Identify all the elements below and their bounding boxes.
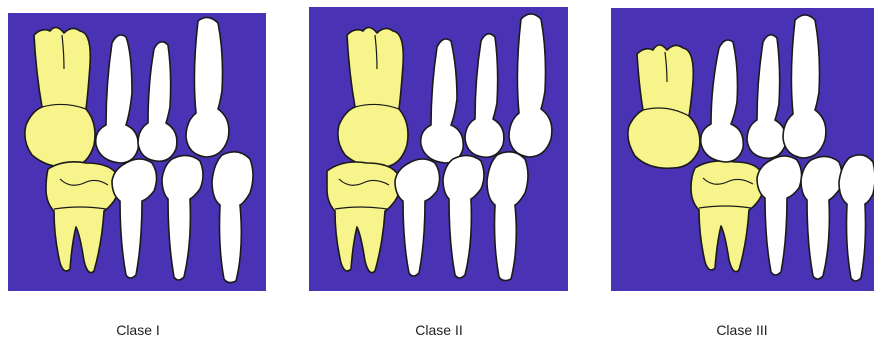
clase-iii-teeth-illustration	[611, 8, 874, 291]
upper-first-premolar	[138, 42, 177, 161]
caption-clase-ii: Clase II	[339, 322, 539, 338]
upper-first-premolar	[465, 34, 504, 157]
diagram-clase-iii	[611, 8, 874, 291]
diagram-clase-ii	[309, 7, 568, 291]
caption-clase-i: Clase I	[38, 322, 238, 338]
lower-first-molar	[691, 161, 764, 272]
clase-ii-teeth-illustration	[309, 7, 568, 291]
lower-first-molar	[46, 162, 119, 273]
lower-first-premolar	[162, 155, 203, 280]
upper-first-molar	[628, 45, 700, 168]
lower-first-molar	[327, 162, 400, 273]
upper-canine	[509, 14, 552, 157]
caption-clase-iii: Clase III	[642, 322, 842, 338]
upper-canine	[783, 15, 826, 158]
upper-first-molar	[25, 27, 95, 167]
diagram-clase-i	[8, 13, 266, 291]
lower-second-premolar	[757, 156, 802, 275]
lower-first-premolar	[443, 155, 484, 278]
upper-second-premolar	[96, 35, 139, 163]
clase-i-teeth-illustration	[8, 13, 266, 291]
upper-first-molar	[338, 27, 408, 167]
lower-canine	[212, 152, 253, 283]
lower-canine	[839, 155, 874, 281]
lower-first-premolar	[801, 156, 842, 279]
upper-second-premolar	[421, 39, 464, 163]
upper-first-premolar	[747, 35, 786, 158]
lower-second-premolar	[395, 159, 440, 276]
upper-second-premolar	[701, 40, 744, 162]
lower-second-premolar	[112, 159, 157, 278]
lower-canine	[487, 152, 528, 281]
upper-canine	[186, 17, 229, 157]
